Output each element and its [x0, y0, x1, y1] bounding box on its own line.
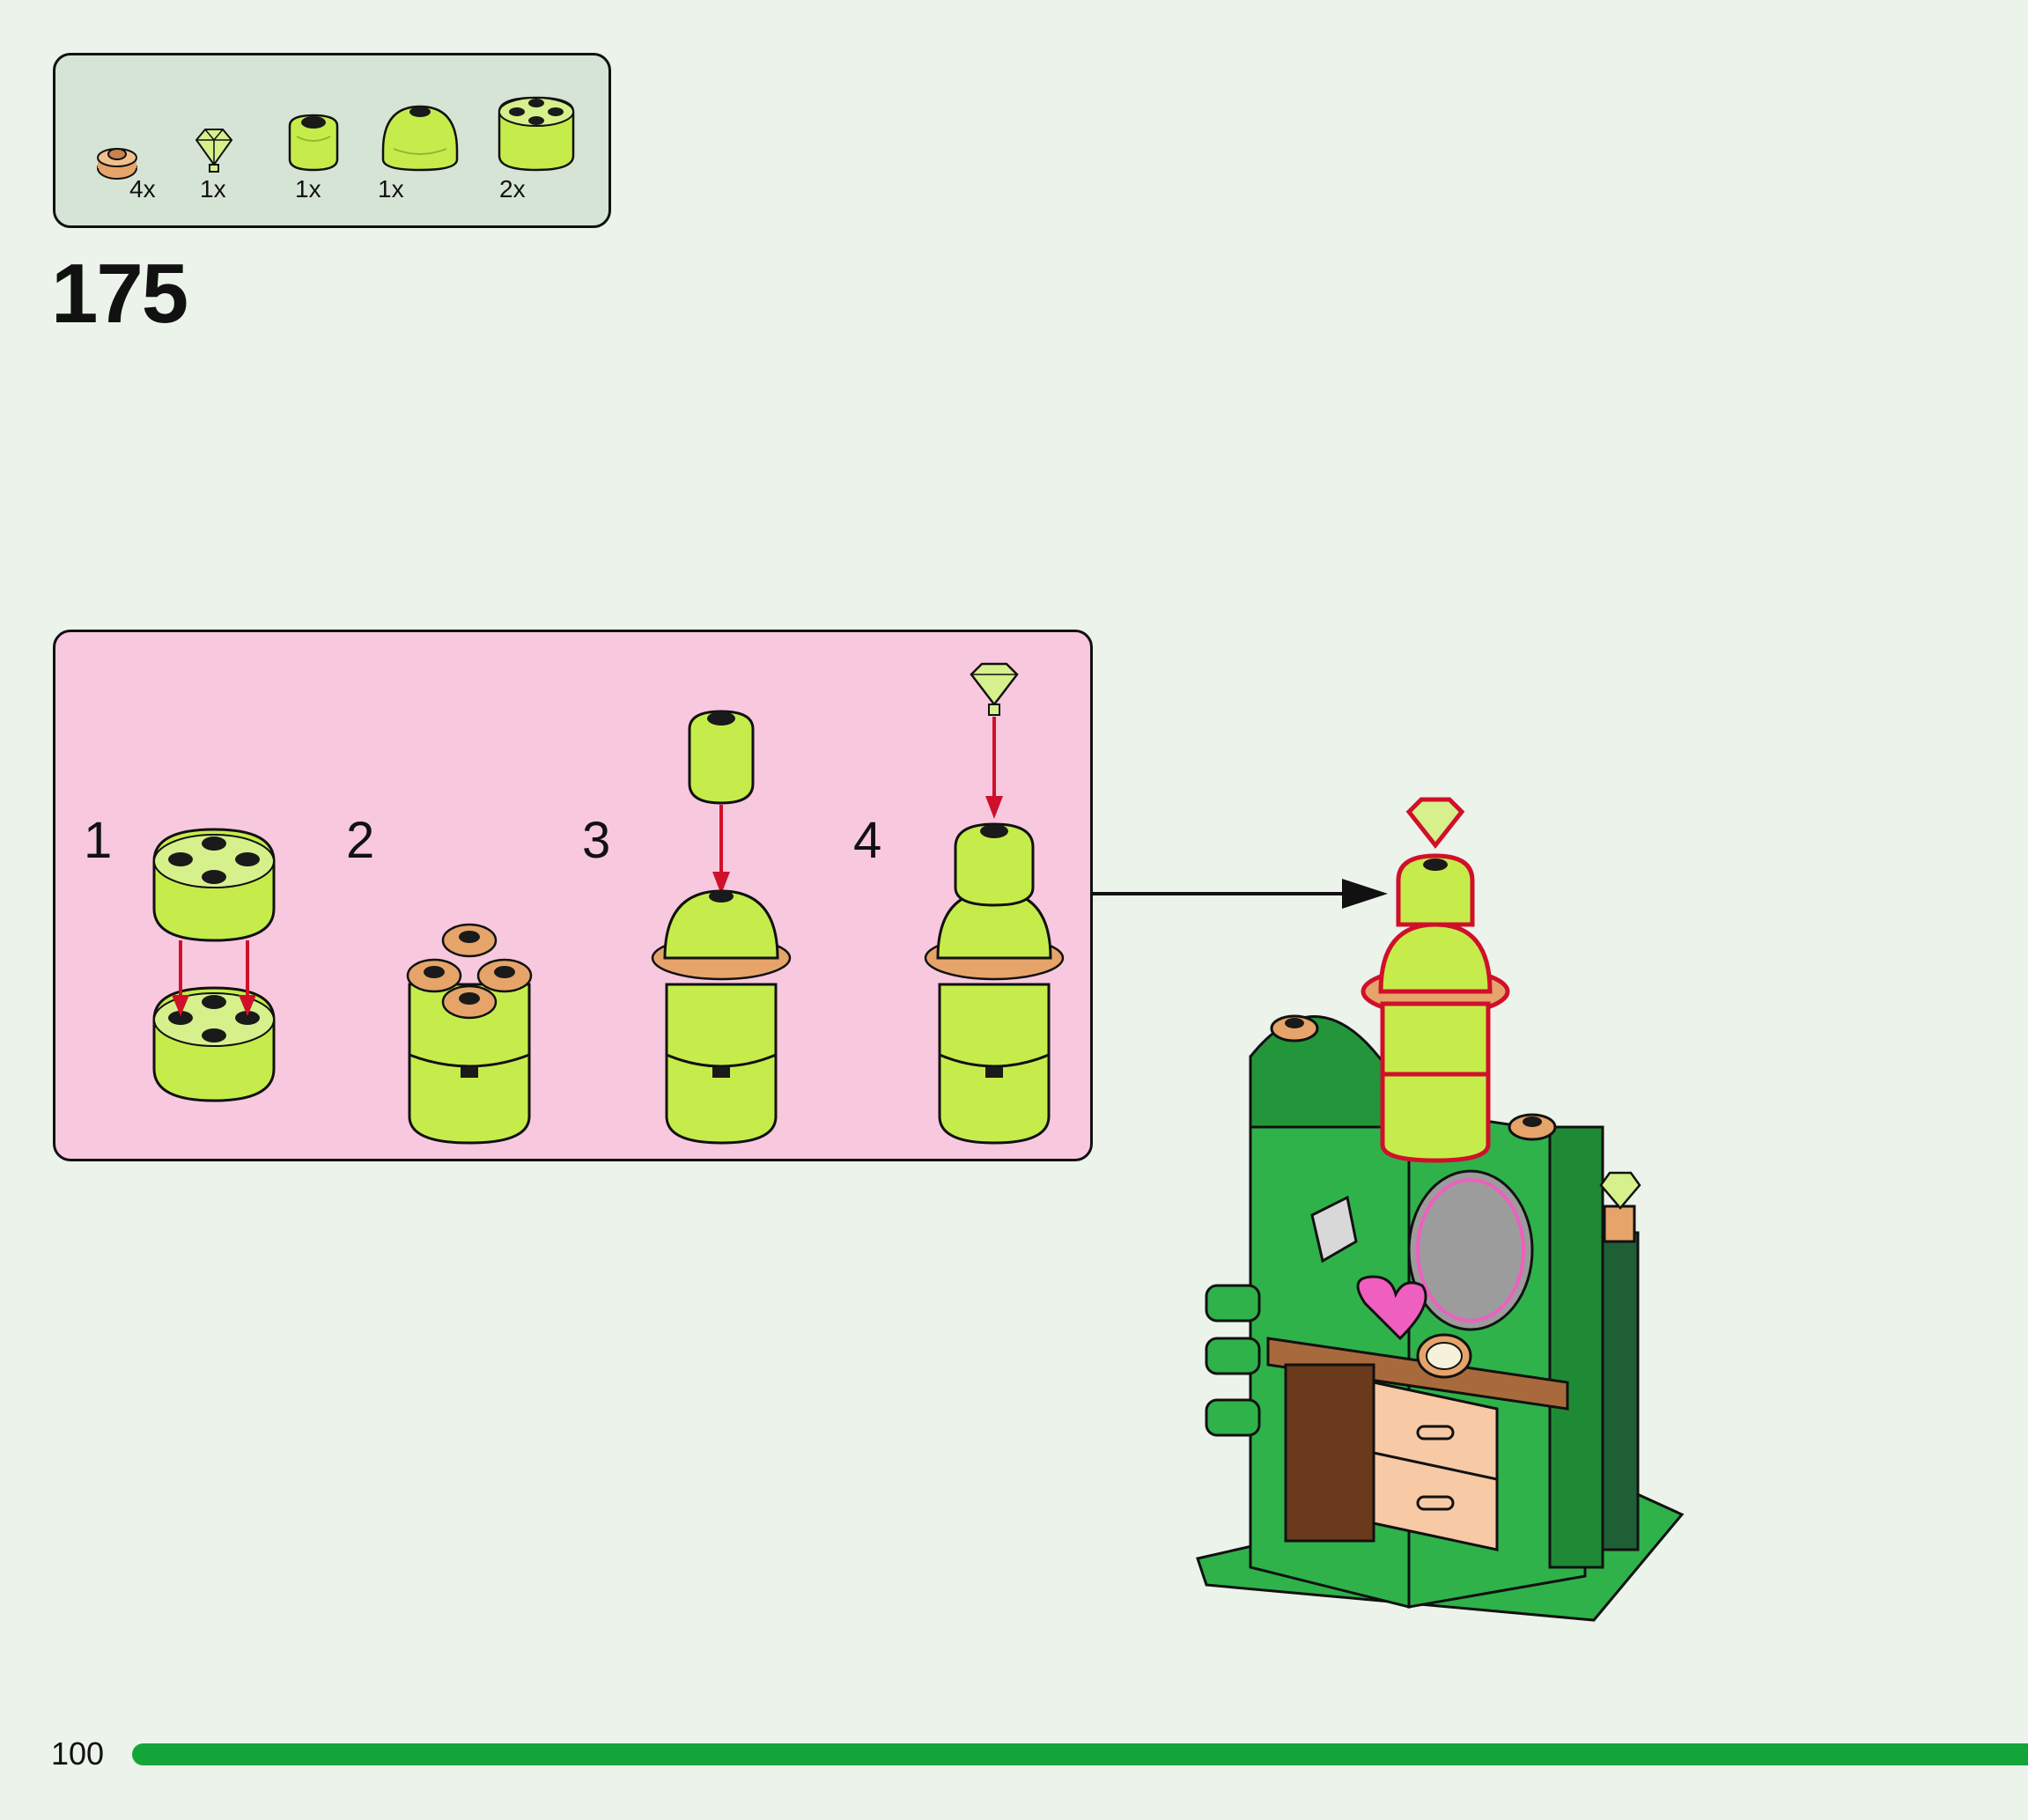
substep-number: 2	[346, 812, 375, 869]
substep-number: 3	[582, 812, 611, 869]
part-qty: 1x	[200, 175, 226, 203]
part-item: 2x	[494, 55, 582, 231]
new-lamp-assembly	[1361, 797, 1510, 1163]
substep-3-illustration	[651, 710, 792, 1145]
trans-green-dome-icon	[381, 105, 459, 172]
red-arrow	[172, 940, 256, 1016]
substep-2-illustration	[406, 923, 533, 1145]
part-item: 4x	[91, 55, 156, 231]
tan-round-plate-icon	[97, 148, 137, 180]
part-qty: 4x	[129, 175, 156, 203]
red-arrow	[712, 805, 730, 895]
substep-1-illustration	[152, 828, 276, 1102]
vanity-model-illustration	[1196, 797, 1685, 1622]
part-qty: 2x	[499, 175, 526, 203]
page-number: 100	[51, 1735, 105, 1772]
part-qty: 1x	[295, 175, 321, 203]
part-qty: 1x	[378, 175, 404, 203]
trans-green-gem-icon	[195, 129, 233, 173]
part-item: 1x	[378, 55, 466, 231]
gem-floating	[970, 662, 1019, 716]
round-brick-bottom	[152, 986, 276, 1102]
progress-bar	[132, 1743, 2028, 1765]
substep-4-illustration	[924, 662, 1065, 1145]
part-item: 1x	[283, 55, 353, 231]
substep-number: 1	[84, 812, 113, 869]
round-brick-floating	[688, 710, 755, 805]
round-brick-top	[152, 828, 276, 942]
connector-arrow	[1092, 879, 1388, 909]
trans-green-round-brick-2x2-icon	[498, 96, 575, 172]
red-arrow	[985, 717, 1003, 819]
substep-number: 4	[853, 812, 882, 869]
trans-green-round-brick-icon	[288, 114, 339, 172]
part-item: 1x	[188, 55, 249, 231]
step-number: 175	[51, 247, 188, 341]
substep-callout: 1 2 3 4	[53, 630, 1093, 1161]
parts-list: 4x 1x 1x 1x	[53, 53, 611, 228]
